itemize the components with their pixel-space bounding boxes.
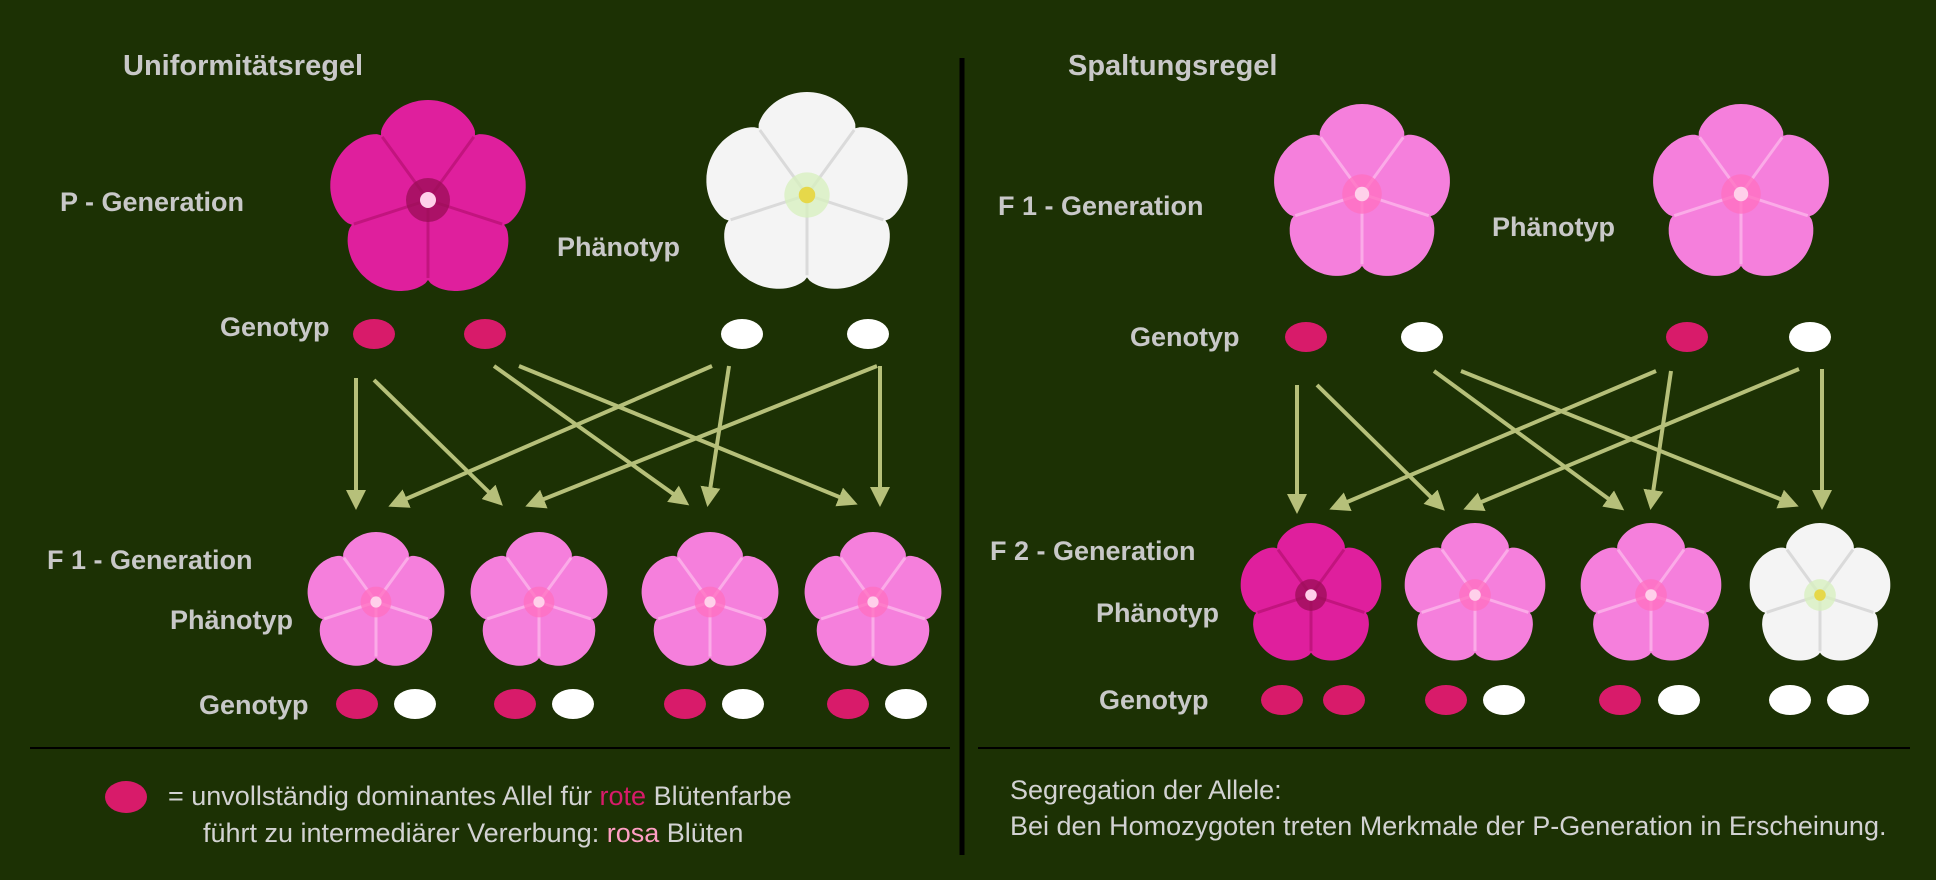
- right-f2-allele-1-1: [1261, 685, 1303, 715]
- right-genotyp-label: Genotyp: [1130, 322, 1240, 352]
- left-f1-generation-label: F 1 - Generation: [47, 545, 253, 575]
- left-f1-allele-1-1: [336, 689, 378, 719]
- left-f1-allele-4-2: [885, 689, 927, 719]
- right-f2-flower-4: [1749, 523, 1891, 661]
- right-f2-allele-4-1: [1769, 685, 1811, 715]
- right-arrow-4: [1460, 369, 1799, 509]
- left-f1-phaenotyp-label: Phänotyp: [170, 605, 294, 635]
- right-f2-flower-2: [1404, 523, 1546, 661]
- left-f1-flower-2: [470, 532, 608, 666]
- left-f1-flower-1: [307, 532, 445, 666]
- right-f2-allele-2-1: [1425, 685, 1467, 715]
- left-arrow-6: [700, 365, 731, 507]
- left-arrow-7: [525, 364, 878, 509]
- right-arrow-3: [1432, 369, 1625, 511]
- left-arrow-3: [492, 364, 690, 506]
- left-f1-allele-1-2: [394, 689, 436, 719]
- right-f2-allele-3-2: [1658, 685, 1700, 715]
- right-f2-flower-3: [1580, 523, 1722, 661]
- left-p-allele-1: [353, 319, 395, 349]
- right-f2-allele-4-2: [1827, 685, 1869, 715]
- left-arrow-5: [388, 364, 713, 508]
- left-f1-allele-3-1: [664, 689, 706, 719]
- left-f1-allele-2-2: [552, 689, 594, 719]
- right-f2-phaenotyp-label: Phänotyp: [1096, 598, 1220, 628]
- left-heading: Uniformitätsregel: [123, 50, 364, 82]
- right-arrow-6: [1643, 370, 1673, 510]
- right-f2-flower-1: [1240, 523, 1382, 661]
- left-p-allele-4: [847, 319, 889, 349]
- left-arrow-4: [518, 364, 858, 507]
- right-arrow-7: [1463, 367, 1800, 512]
- segregation-line-2: Bei den Homozygoten treten Merkmale der …: [1010, 811, 1887, 841]
- right-f1-flower-2: [1653, 104, 1829, 276]
- right-f2-genotyp-label: Genotyp: [1099, 685, 1209, 715]
- left-f1-genotyp-label: Genotyp: [199, 690, 309, 720]
- right-f1-generation-label: F 1 - Generation: [998, 191, 1204, 221]
- left-f1-allele-2-1: [494, 689, 536, 719]
- left-f1-allele-3-2: [722, 689, 764, 719]
- right-f1-allele-4: [1789, 322, 1831, 352]
- left-p-flower-1: [330, 100, 526, 291]
- right-f2-allele-2-2: [1483, 685, 1525, 715]
- right-f2-allele-3-1: [1599, 685, 1641, 715]
- right-arrow-2: [1315, 383, 1445, 511]
- right-f1-allele-1: [1285, 322, 1327, 352]
- right-f1-allele-3: [1666, 322, 1708, 352]
- right-phaenotyp-label: Phänotyp: [1492, 212, 1616, 242]
- left-p-generation-label: P - Generation: [60, 187, 245, 217]
- right-arrow-5: [1329, 369, 1657, 511]
- right-f2-generation-label: F 2 - Generation: [990, 536, 1196, 566]
- left-p-flower-2: [706, 92, 908, 289]
- legend-red-allele: [105, 781, 147, 813]
- right-heading: Spaltungsregel: [1068, 50, 1278, 82]
- legend-line-2: führt zu intermediärer Vererbung: rosa B…: [203, 818, 744, 848]
- left-phaenotyp-label: Phänotyp: [557, 232, 681, 262]
- legend-line-1: = unvollständig dominantes Allel für rot…: [168, 781, 792, 811]
- segregation-line-1: Segregation der Allele:: [1010, 775, 1282, 805]
- left-genotyp-label: Genotyp: [220, 312, 330, 342]
- left-p-allele-3: [721, 319, 763, 349]
- right-f1-flower-1: [1274, 104, 1450, 276]
- left-f1-allele-4-1: [827, 689, 869, 719]
- left-p-allele-2: [464, 319, 506, 349]
- left-f1-flower-3: [641, 532, 779, 666]
- right-f1-allele-2: [1401, 322, 1443, 352]
- left-f1-flower-4: [804, 532, 942, 666]
- right-f2-allele-1-2: [1323, 685, 1365, 715]
- left-arrow-2: [372, 378, 503, 506]
